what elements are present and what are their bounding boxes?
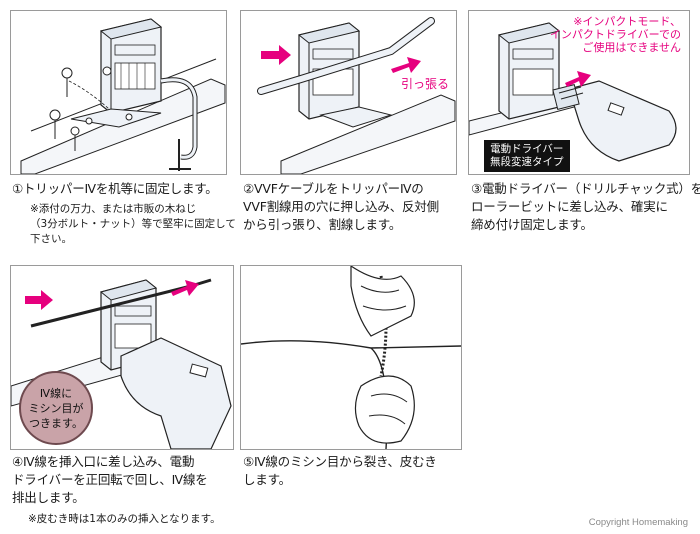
label-line: 無段変速タイプ — [490, 156, 564, 169]
note-line: （3分ボルト・ナット）等で堅牢に固定して — [30, 217, 236, 232]
warning-line: インパクトドライバーでの — [550, 28, 681, 41]
label-line: 電動ドライバー — [490, 143, 564, 156]
cable-insert-illustration — [241, 11, 456, 174]
panel-1-note: ※添付の万力、または市販の木ねじ （3分ボルト・ナット）等で堅牢に固定して 下さ… — [30, 202, 236, 247]
bubble-line: つきます。 — [21, 416, 91, 431]
caption-line: 締め付け固定します。 — [471, 216, 700, 234]
strip-wire-illustration — [241, 266, 461, 449]
impact-warning-note: ※インパクトモード、 インパクトドライバーでの ご使用はできません — [550, 15, 681, 54]
caption-line: VVF割線用の穴に押し込み、反対側 — [243, 198, 439, 216]
caption-line: ②VVFケーブルをトリッパーⅣの — [243, 180, 439, 198]
panel-5-illustration — [240, 265, 462, 450]
panel-4-caption: ④Ⅳ線を挿入口に差し込み、電動 ドライバーを正回転で回し、Ⅳ線を 排出します。 — [12, 453, 208, 507]
panel-1-caption: ①トリッパーⅣを机等に固定します。 — [12, 180, 218, 198]
caption-line: 排出します。 — [12, 489, 208, 507]
note-line: ※添付の万力、または市販の木ねじ — [30, 202, 236, 217]
caption-line: から引っ張り、割線します。 — [243, 216, 439, 234]
panel-3-caption: ③電動ドライバー（ドリルチャック式）を ローラービットに差し込み、確実に 締め付… — [471, 180, 700, 234]
copyright-text: Copyright Homemaking — [589, 517, 688, 528]
pull-direction-label: 引っ張る — [401, 75, 449, 92]
drill-type-label: 電動ドライバー 無段変速タイプ — [483, 139, 571, 173]
perforation-note-bubble: Ⅳ線に ミシン目が つきます。 — [19, 371, 93, 445]
panel-1-illustration — [10, 10, 227, 175]
bubble-line: Ⅳ線に — [21, 386, 91, 401]
panel-5-caption: ⑤Ⅳ線のミシン目から裂き、皮むき します。 — [243, 453, 437, 489]
panel-2-caption: ②VVFケーブルをトリッパーⅣの VVF割線用の穴に押し込み、反対側 から引っ張… — [243, 180, 439, 234]
panel-4-illustration: Ⅳ線に ミシン目が つきます。 — [10, 265, 234, 450]
caption-line: ⑤Ⅳ線のミシン目から裂き、皮むき — [243, 453, 437, 471]
caption-line: ドライバーを正回転で回し、Ⅳ線を — [12, 471, 208, 489]
note-line: ※皮むき時は1本のみの挿入となります。 — [28, 512, 221, 527]
panel-4-note: ※皮むき時は1本のみの挿入となります。 — [28, 512, 221, 527]
caption-line: ローラービットに差し込み、確実に — [471, 198, 700, 216]
panel-3-illustration: ※インパクトモード、 インパクトドライバーでの ご使用はできません 電動ドライバ… — [468, 10, 690, 175]
note-line: 下さい。 — [30, 232, 236, 247]
caption-line: ④Ⅳ線を挿入口に差し込み、電動 — [12, 453, 208, 471]
clamp-mount-illustration — [11, 11, 226, 174]
caption-line: ①トリッパーⅣを机等に固定します。 — [12, 180, 218, 198]
caption-line: ③電動ドライバー（ドリルチャック式）を — [471, 180, 700, 198]
caption-line: します。 — [243, 471, 437, 489]
bubble-line: ミシン目が — [21, 401, 91, 416]
warning-line: ご使用はできません — [550, 41, 681, 54]
warning-line: ※インパクトモード、 — [550, 15, 681, 28]
panel-2-illustration: 引っ張る — [240, 10, 457, 175]
